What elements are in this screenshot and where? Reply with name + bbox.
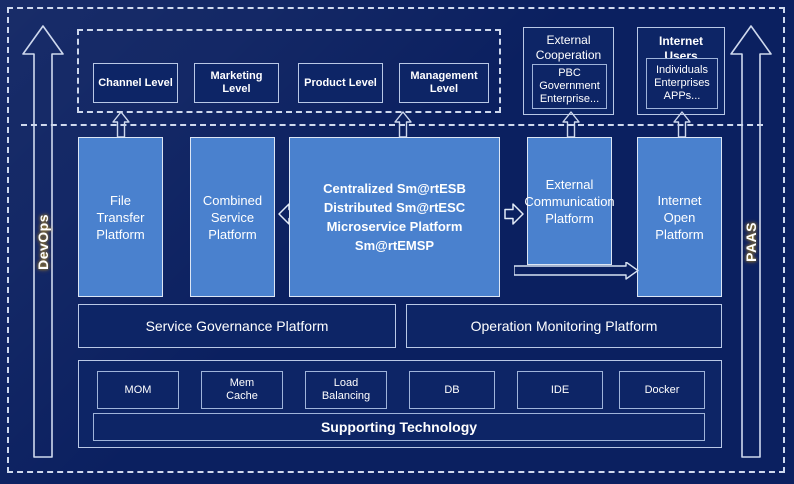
level-box-product[interactable]: Product Level (298, 63, 383, 103)
diagram-outer-border (7, 7, 785, 473)
external-cooperation-detail-box: PBC Government Enterprise... (532, 64, 607, 109)
right-arrow-icon (504, 203, 524, 225)
right-arrow-icon (514, 262, 639, 280)
arrow-right-core-to-external (503, 200, 525, 228)
support-layer-container: MOM Mem Cache Load Balancing DB IDE Dock… (78, 360, 722, 448)
up-arrow-icon (394, 111, 412, 138)
up-arrow-icon (112, 111, 130, 138)
devops-pillar-arrow: DevOps (21, 23, 65, 460)
support-item-load-balancing-label: Load Balancing (321, 377, 371, 402)
internet-users-card[interactable]: Internet Users Individuals Enterprises A… (637, 27, 725, 115)
level-label-marketing: Marketing Level (210, 70, 263, 95)
support-item-mom-label: MOM (124, 383, 152, 396)
up-arrow-icon (22, 25, 64, 458)
platform-core-esb[interactable]: Centralized Sm@rtESB Distributed Sm@rtES… (289, 137, 500, 297)
level-box-management[interactable]: Management Level (399, 63, 489, 103)
arrow-up-to-external-cooperation (561, 110, 581, 138)
layer-separator-dashed (21, 124, 763, 126)
external-cooperation-title: External Cooperation (535, 33, 602, 62)
level-box-marketing[interactable]: Marketing Level (194, 63, 279, 103)
platform-external-communication[interactable]: External Communication Platform (524, 137, 615, 265)
governance-operation-monitoring[interactable]: Operation Monitoring Platform (406, 304, 722, 348)
arrow-up-to-management (393, 110, 413, 138)
governance-service-platform[interactable]: Service Governance Platform (78, 304, 396, 348)
platform-file-transfer[interactable]: File Transfer Platform (78, 137, 163, 297)
external-cooperation-detail: PBC Government Enterprise... (539, 67, 600, 105)
arrow-flow-core-to-internet-open (514, 262, 640, 284)
external-cooperation-card[interactable]: External Cooperation PBC Government Ente… (523, 27, 614, 115)
up-arrow-icon (673, 111, 691, 138)
support-item-load-balancing[interactable]: Load Balancing (305, 371, 387, 409)
platform-external-communication-label: External Communication Platform (524, 176, 615, 226)
paas-pillar-arrow: PAAS (729, 23, 773, 460)
support-layer-banner-label: Supporting Technology (320, 419, 478, 435)
support-item-docker-label: Docker (644, 383, 680, 396)
platform-file-transfer-label: File Transfer Platform (96, 192, 145, 242)
platform-combined-service-label: Combined Service Platform (202, 192, 263, 242)
support-layer-banner: Supporting Technology (93, 413, 705, 441)
level-label-product: Product Level (304, 76, 377, 89)
arrow-up-to-channel (111, 110, 131, 138)
platform-combined-service[interactable]: Combined Service Platform (190, 137, 275, 297)
up-arrow-icon (730, 25, 772, 458)
support-item-db[interactable]: DB (409, 371, 495, 409)
support-item-mom[interactable]: MOM (97, 371, 179, 409)
internet-users-detail-box: Individuals Enterprises APPs... (646, 58, 718, 109)
up-arrow-icon (562, 111, 580, 138)
support-item-ide[interactable]: IDE (517, 371, 603, 409)
level-box-channel[interactable]: Channel Level (93, 63, 178, 103)
support-item-mem-cache[interactable]: Mem Cache (201, 371, 283, 409)
platform-internet-open[interactable]: Internet Open Platform (637, 137, 722, 297)
arrow-up-to-internet-users (672, 110, 692, 138)
governance-operation-monitoring-label: Operation Monitoring Platform (470, 318, 658, 334)
support-item-docker[interactable]: Docker (619, 371, 705, 409)
support-item-mem-cache-label: Mem Cache (226, 377, 258, 402)
governance-service-platform-label: Service Governance Platform (145, 318, 329, 334)
platform-internet-open-label: Internet Open Platform (655, 192, 704, 242)
support-item-db-label: DB (444, 383, 460, 396)
internet-users-detail: Individuals Enterprises APPs... (654, 64, 710, 102)
business-levels-group (77, 29, 501, 113)
support-item-ide-label: IDE (550, 383, 570, 396)
platform-core-esb-label: Centralized Sm@rtESB Distributed Sm@rtES… (323, 181, 466, 253)
level-label-channel: Channel Level (98, 76, 173, 89)
level-label-management: Management Level (410, 70, 478, 95)
